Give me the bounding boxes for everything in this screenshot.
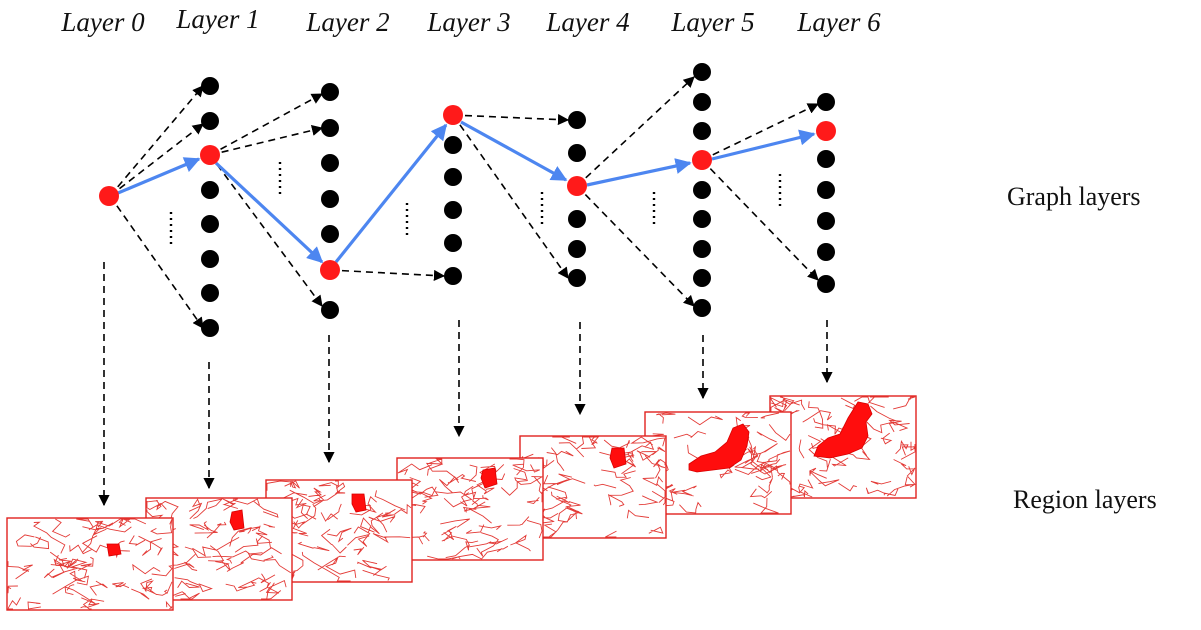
- node-l5-1: [693, 93, 711, 111]
- node-l6-5: [817, 243, 835, 261]
- edge-l3-l4-a: [452, 113, 570, 126]
- node-l4-0: [568, 111, 586, 129]
- edge-l0-l1-b: [109, 123, 204, 197]
- node-l1-4: [201, 215, 219, 233]
- selected-region: [813, 401, 873, 459]
- node-l5-5: [693, 210, 711, 228]
- selected-node-l4: [567, 176, 587, 196]
- node-l3-5: [444, 267, 462, 285]
- edge-l1-l2-a: [209, 93, 323, 156]
- node-l1-1: [201, 112, 219, 130]
- region-panel: [769, 395, 917, 499]
- node-l2-2: [321, 154, 339, 172]
- node-l2-6: [321, 301, 339, 319]
- region-boundaries: [146, 498, 292, 600]
- path-arrow-4-5: [586, 158, 692, 187]
- node-l5-8: [693, 299, 711, 317]
- node-l1-7: [201, 319, 219, 337]
- edge-l5-l6-a: [701, 103, 820, 161]
- node-l5-7: [693, 269, 711, 287]
- dashed-edges: [109, 76, 820, 329]
- node-l2-1: [321, 119, 339, 137]
- edge-l1-l2-c: [209, 154, 323, 307]
- edge-l4-l5-a: [576, 76, 695, 187]
- region-layers-label: Region layers: [1013, 485, 1157, 514]
- region-panel: [644, 411, 792, 515]
- node-l5-4: [693, 181, 711, 199]
- region-panels: [6, 395, 917, 611]
- node-l1-0: [201, 77, 219, 95]
- edge-l0-l1-a: [109, 85, 204, 197]
- selected-node-l1: [200, 145, 220, 165]
- path-arrow-5-6: [711, 129, 816, 161]
- node-l4-4: [568, 240, 586, 258]
- selected-node-l6: [816, 121, 836, 141]
- region-panel: [6, 517, 174, 611]
- node-l1-3: [201, 181, 219, 199]
- edge-l2-l3-a: [329, 269, 446, 282]
- node-l3-2: [444, 168, 462, 186]
- node-l2-4: [321, 225, 339, 243]
- layer-title-0: Layer 0: [60, 7, 145, 37]
- layer-title-6: Layer 6: [796, 7, 881, 37]
- node-l6-0: [817, 93, 835, 111]
- node-l6-2: [817, 150, 835, 168]
- node-l6-6: [817, 275, 835, 293]
- node-l1-6: [201, 284, 219, 302]
- selected-nodes: [99, 105, 836, 280]
- selected-node-l2: [320, 260, 340, 280]
- node-l4-5: [568, 269, 586, 287]
- node-l5-0: [693, 63, 711, 81]
- node-l3-1: [444, 136, 462, 154]
- edge-l5-l6-b: [701, 159, 819, 281]
- node-l3-4: [444, 234, 462, 252]
- layer-title-4: Layer 4: [545, 7, 629, 37]
- projection-arrows: [98, 262, 833, 507]
- edge-l0-l1-c: [109, 195, 204, 329]
- node-l6-4: [817, 212, 835, 230]
- selected-region: [106, 543, 122, 557]
- layer-titles: Layer 0 Layer 1 Layer 2 Layer 3 Layer 4 …: [60, 4, 881, 37]
- layer-title-3: Layer 3: [426, 7, 510, 37]
- path-arrow-0-1: [117, 157, 201, 195]
- region-panel: [396, 457, 544, 561]
- selected-node-l5: [692, 150, 712, 170]
- node-l2-0: [321, 83, 339, 101]
- node-l5-6: [693, 240, 711, 258]
- selected-path: [117, 120, 816, 264]
- ellipsis-markers: [169, 162, 782, 248]
- graph-layers-label: Graph layers: [1007, 182, 1141, 211]
- edge-l3-l4-b: [452, 114, 569, 279]
- node-l4-1: [568, 144, 586, 162]
- edge-l1-l2-b: [209, 124, 324, 156]
- node-l6-3: [817, 181, 835, 199]
- node-l4-3: [568, 210, 586, 228]
- selected-region: [609, 447, 627, 469]
- selected-region: [480, 467, 498, 489]
- selected-region: [351, 493, 367, 513]
- node-l1-5: [201, 250, 219, 268]
- selected-node-l3: [443, 105, 463, 125]
- path-arrow-2-3: [334, 123, 448, 264]
- selected-region: [688, 423, 750, 473]
- node-l5-2: [693, 122, 711, 140]
- node-l2-3: [321, 190, 339, 208]
- graph-nodes: [201, 63, 835, 337]
- path-arrow-3-4: [460, 120, 568, 182]
- node-l3-3: [444, 201, 462, 219]
- region-panel: [519, 435, 667, 539]
- selected-region: [229, 509, 245, 531]
- layer-title-2: Layer 2: [305, 7, 389, 37]
- layer-title-5: Layer 5: [670, 7, 754, 37]
- path-arrow-1-2: [214, 161, 324, 264]
- selected-node-l0: [99, 186, 119, 206]
- edge-l4-l5-b: [576, 185, 695, 307]
- layer-title-1: Layer 1: [175, 4, 259, 34]
- region-boundaries: [7, 518, 173, 610]
